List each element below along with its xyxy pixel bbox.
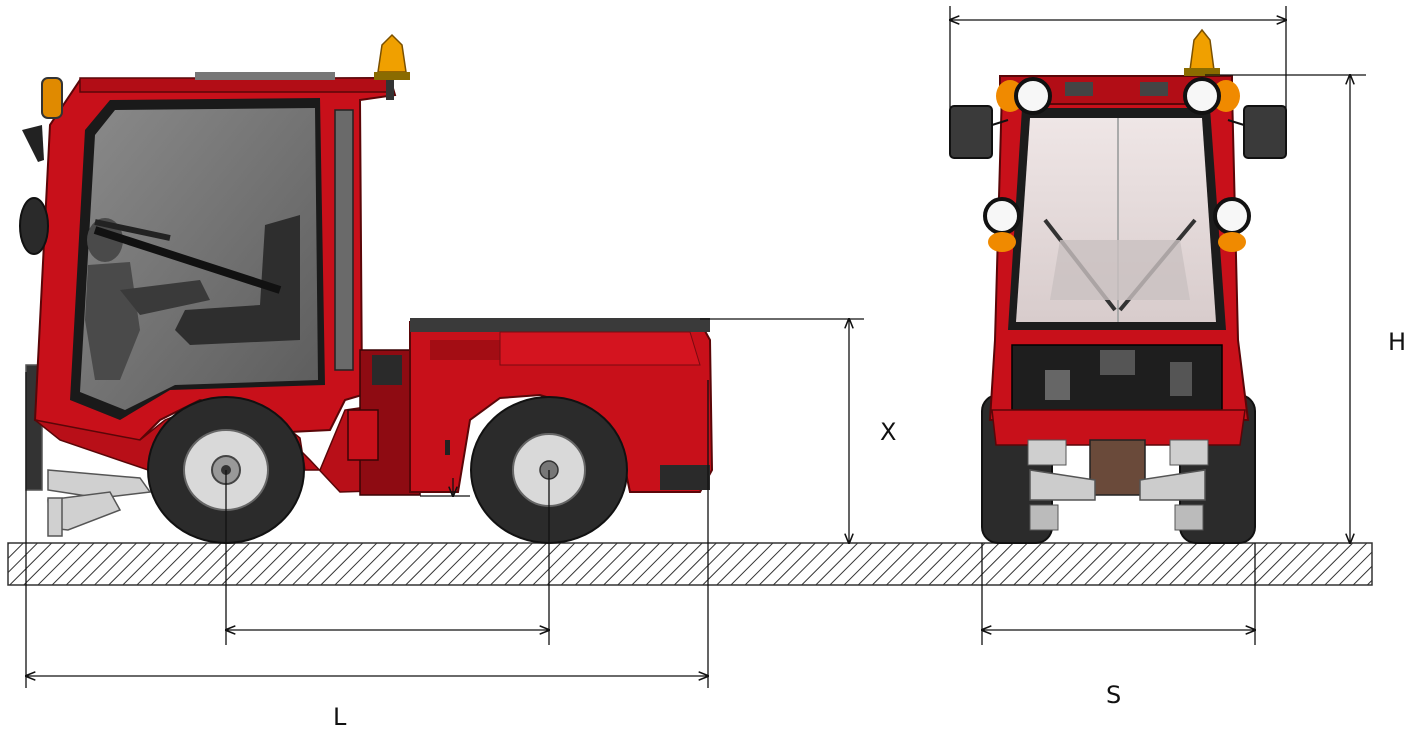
track-width-label: S <box>1106 681 1122 709</box>
side-view-vehicle <box>19 33 714 544</box>
cab <box>19 72 397 441</box>
side-mirrors <box>949 105 1287 159</box>
body-height-label: X <box>880 418 897 446</box>
front-hitch <box>1027 439 1209 531</box>
front-lamps <box>983 77 1251 252</box>
front-view-vehicle <box>949 28 1287 544</box>
ground-plane <box>7 542 1373 586</box>
side-beacon-light <box>374 33 410 100</box>
height-label: H <box>1388 328 1407 356</box>
operator-figure <box>85 218 210 380</box>
length-label: L <box>333 703 347 731</box>
front-beacon-light <box>1184 28 1220 76</box>
dimension-lines <box>26 6 1366 688</box>
